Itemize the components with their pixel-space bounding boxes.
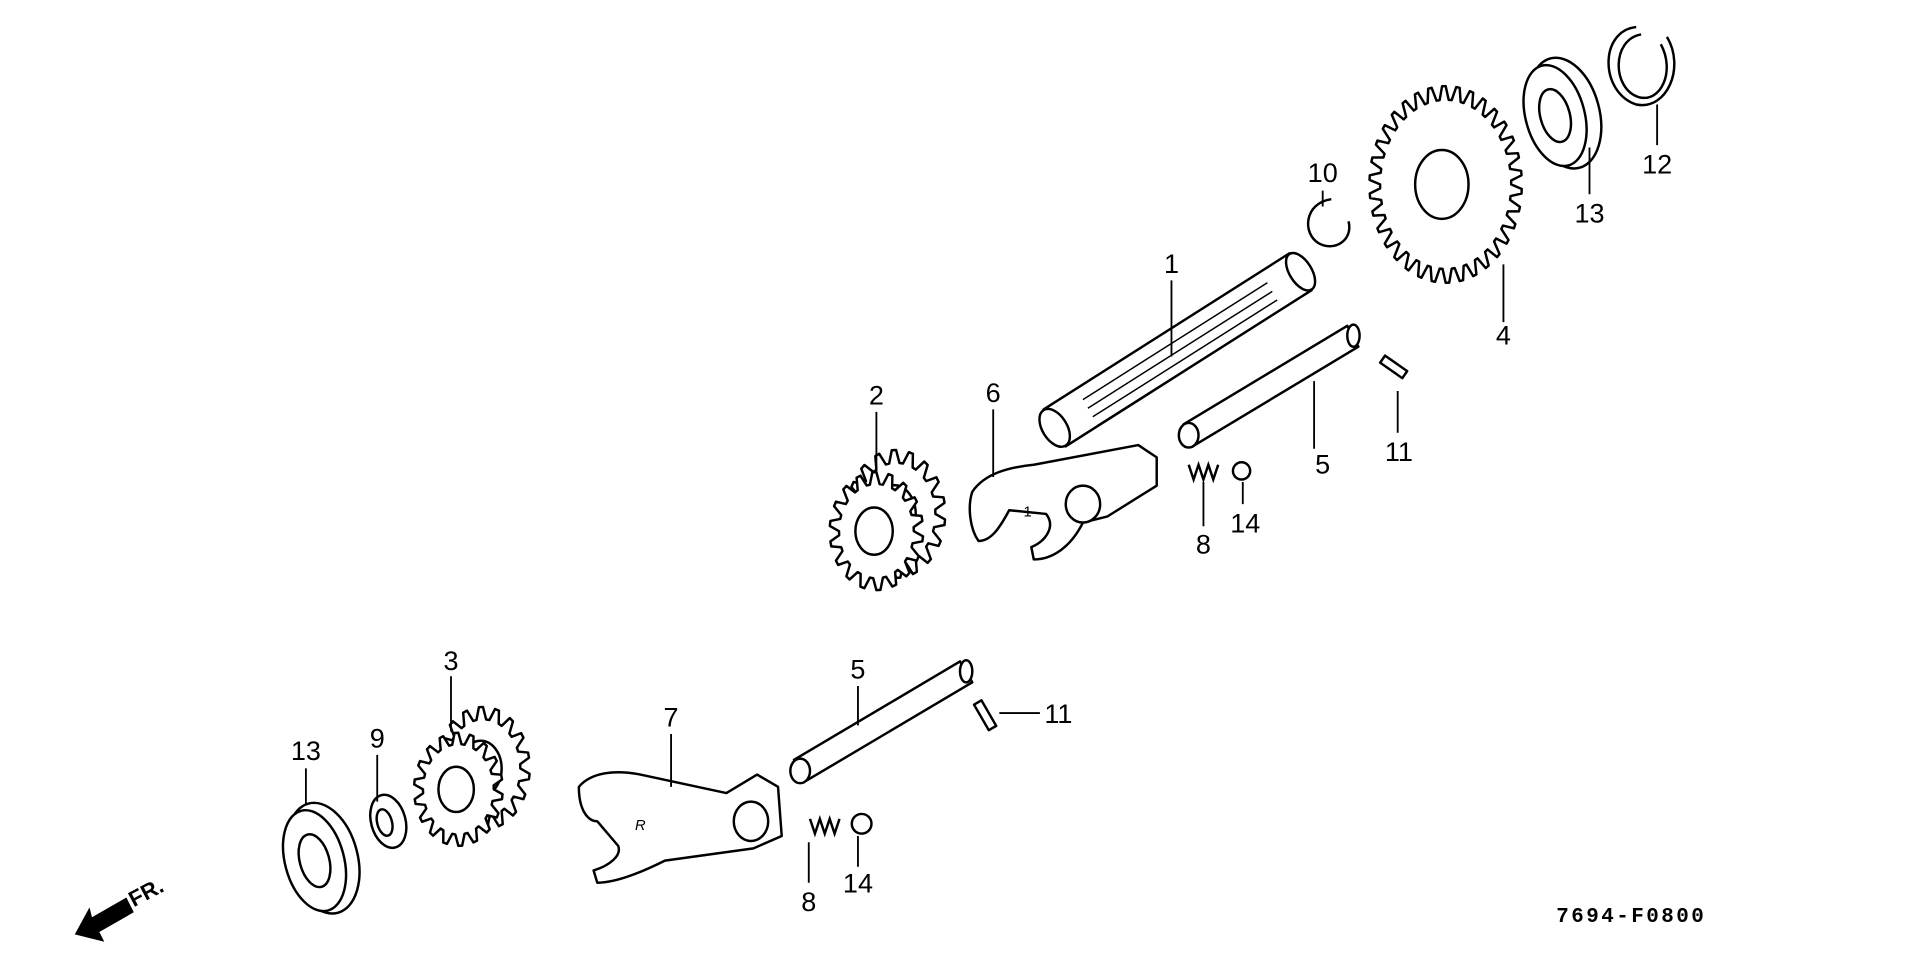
fork-shaft-part-5-lower[interactable] [789,659,974,785]
bearing-part-13-upper[interactable] [1513,50,1613,177]
callout-10: 10 [1308,158,1338,188]
circlip-part-12[interactable] [1607,25,1676,107]
callout-5-upper: 5 [1315,449,1330,479]
gear-hub [854,506,894,556]
callout-11-lower: 11 [1044,699,1072,729]
fork-shaft-part-5-upper[interactable] [1177,323,1361,449]
washer-part-9[interactable] [365,791,412,852]
gear-part-2[interactable] [828,448,947,592]
snap-ring-part-10[interactable] [1306,197,1351,248]
spring-part-8-upper[interactable] [1187,460,1220,484]
callout-6: 6 [986,378,1001,408]
callout-8-lower: 8 [801,887,816,917]
shift-fork-part-6[interactable]: 1 [968,443,1158,561]
callout-2: 2 [869,381,884,411]
spring-part-8-lower[interactable] [808,814,841,838]
gear-part-3[interactable] [413,705,531,848]
ball-part-14-upper[interactable] [1231,461,1252,481]
pin-part-11-lower[interactable] [972,699,998,732]
callout-14-upper: 14 [1230,508,1260,538]
callout-4: 4 [1496,320,1511,350]
callout-7: 7 [664,703,679,733]
callout-14-lower: 14 [843,869,873,899]
callout-12: 12 [1642,149,1672,179]
gear-hub [1413,148,1470,221]
bearing-part-13-lower[interactable] [273,795,371,922]
leader-lines [304,104,1659,883]
diagram-code: 7694-F0800 [1556,906,1706,929]
gear-part-4[interactable] [1368,84,1523,285]
front-label: FR. [124,873,167,912]
shift-fork-part-7[interactable]: R [577,771,783,885]
callouts: 1 2 3 4 5 5 6 7 8 8 9 10 11 11 12 13 13 … [291,149,1672,917]
callout-3: 3 [443,646,458,676]
shaft-part-1[interactable] [1033,248,1321,452]
pin-part-11-upper[interactable] [1378,354,1409,380]
fork-mark-upper: 1 [1024,504,1032,520]
callout-13-upper: 13 [1574,199,1604,229]
callout-13-lower: 13 [291,736,321,766]
callout-5-lower: 5 [850,655,865,685]
callout-9: 9 [370,724,385,754]
front-direction-arrow-icon: FR. [74,873,168,942]
fork-mark-lower: R [635,818,646,834]
ball-part-14-lower[interactable] [850,812,873,835]
callout-8-upper: 8 [1196,529,1211,559]
callout-11-upper: 11 [1385,437,1413,467]
callout-1: 1 [1164,249,1179,279]
gear-hub [437,765,476,814]
